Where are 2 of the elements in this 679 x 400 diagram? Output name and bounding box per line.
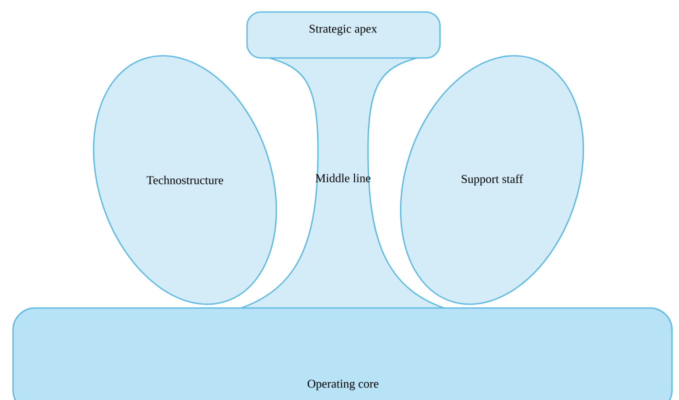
core-box: Operating core — [12, 307, 673, 400]
apex-box: Strategic apex — [246, 11, 441, 59]
